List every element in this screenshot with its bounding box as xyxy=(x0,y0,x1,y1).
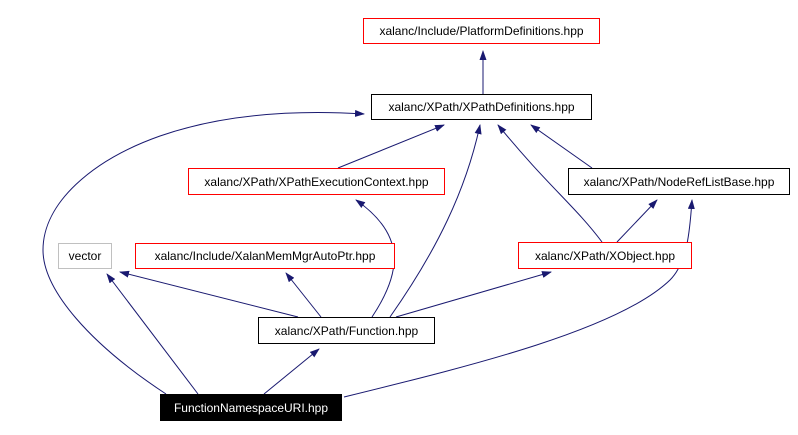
edge-xobject-to-noderef xyxy=(616,199,658,243)
node-xpath-execution-context[interactable]: xalanc/XPath/XPathExecutionContext.hpp xyxy=(188,168,445,195)
edge-function-to-memmgr xyxy=(285,272,322,318)
node-function-namespace-uri-root: FunctionNamespaceURI.hpp xyxy=(160,394,342,421)
edge-fnsuri-to-function xyxy=(263,348,320,395)
node-xalan-mem-mgr-auto-ptr[interactable]: xalanc/Include/XalanMemMgrAutoPtr.hpp xyxy=(135,243,395,269)
node-platform-definitions[interactable]: xalanc/Include/PlatformDefinitions.hpp xyxy=(363,18,600,44)
edge-function-to-xobject xyxy=(395,271,552,318)
node-vector: vector xyxy=(58,243,112,269)
node-function[interactable]: xalanc/XPath/Function.hpp xyxy=(258,317,435,344)
edge-function-to-vector xyxy=(119,270,299,318)
edge-fnsuri-to-vector xyxy=(106,273,199,395)
edge-fnsuri-to-noderef xyxy=(343,199,695,398)
node-node-ref-list-base[interactable]: xalanc/XPath/NodeRefListBase.hpp xyxy=(568,168,790,195)
edge-function-to-xpathdef xyxy=(389,124,482,318)
node-xobject[interactable]: xalanc/XPath/XObject.hpp xyxy=(518,242,692,269)
edge-execctx-to-xpathdef xyxy=(337,124,445,169)
edge-fnsuri-to-xpathdef xyxy=(42,109,365,395)
node-xpath-definitions[interactable]: xalanc/XPath/XPathDefinitions.hpp xyxy=(371,94,592,120)
edge-noderef-to-xpathdef xyxy=(530,124,593,169)
edge-xobject-to-xpathdef xyxy=(497,124,603,243)
